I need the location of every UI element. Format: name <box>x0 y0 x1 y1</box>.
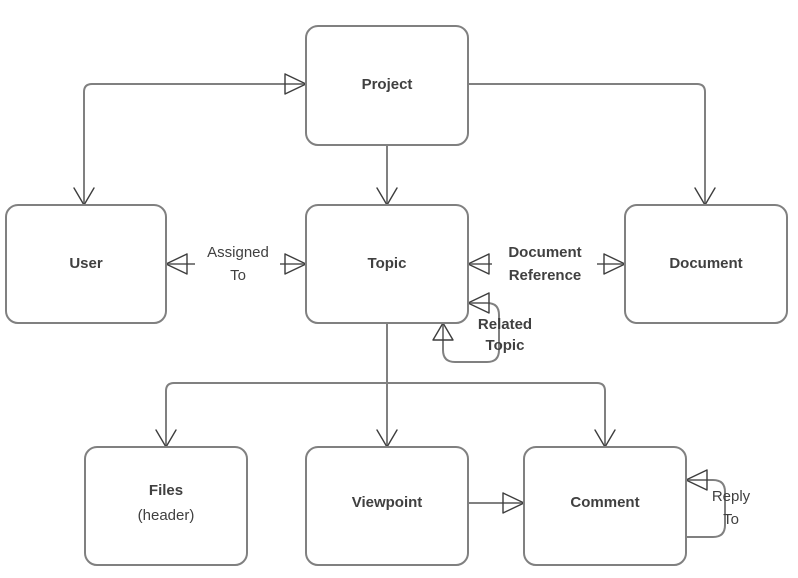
connection-project-document[interactable] <box>468 83 716 206</box>
connection-project-user[interactable] <box>73 73 307 206</box>
reply-to-line1: Reply <box>712 488 751 505</box>
relationship-label-assigned-to: Assigned To <box>207 244 269 284</box>
reply-to-line2: To <box>723 511 739 528</box>
relationship-label-related-topic: Related Topic <box>478 316 532 354</box>
relationship-label-reply-to: Reply To <box>712 488 751 528</box>
connection-comment-reply-to[interactable] <box>685 469 726 538</box>
entity-topic[interactable]: Topic <box>305 204 469 324</box>
entity-files-box[interactable] <box>84 446 248 566</box>
entity-comment-box[interactable] <box>523 446 687 566</box>
connection-user-topic[interactable] <box>165 253 307 275</box>
entity-topic-box[interactable] <box>305 204 469 324</box>
entity-user-label: User <box>69 255 103 272</box>
entity-project-label: Project <box>362 76 413 93</box>
entity-viewpoint[interactable]: Viewpoint <box>305 446 469 566</box>
connection-topic-viewpoint[interactable] <box>376 383 398 448</box>
entity-user[interactable]: User <box>5 204 167 324</box>
entity-files-sublabel: (header) <box>138 507 195 524</box>
entity-viewpoint-label: Viewpoint <box>352 494 423 511</box>
assigned-to-line2: To <box>230 267 246 284</box>
entity-viewpoint-box[interactable] <box>305 446 469 566</box>
relationship-label-document-reference: Document Reference <box>508 244 581 284</box>
connection-viewpoint-comment[interactable] <box>468 492 525 514</box>
connection-topic-comment[interactable] <box>387 382 616 448</box>
entity-topic-label: Topic <box>368 255 407 272</box>
entity-document-box[interactable] <box>624 204 788 324</box>
entity-document[interactable]: Document <box>624 204 788 324</box>
document-reference-line1: Document <box>508 244 581 261</box>
entity-files-label: Files <box>149 482 183 499</box>
entity-user-box[interactable] <box>5 204 167 324</box>
connection-topic-files[interactable] <box>155 382 387 448</box>
document-reference-line2: Reference <box>509 267 582 284</box>
entity-comment[interactable]: Comment <box>523 446 687 566</box>
assigned-to-line1: Assigned <box>207 244 269 261</box>
connection-project-topic[interactable] <box>376 145 398 206</box>
connection-topic-document[interactable] <box>467 253 626 275</box>
entity-comment-label: Comment <box>570 494 639 511</box>
related-topic-line2: Topic <box>486 337 525 354</box>
entity-document-label: Document <box>669 255 742 272</box>
connection-topic-related-topic[interactable] <box>432 292 500 363</box>
related-topic-line1: Related <box>478 316 532 333</box>
entity-files[interactable]: Files (header) <box>84 446 248 566</box>
entity-project[interactable]: Project <box>305 25 469 146</box>
entity-project-box[interactable] <box>305 25 469 146</box>
